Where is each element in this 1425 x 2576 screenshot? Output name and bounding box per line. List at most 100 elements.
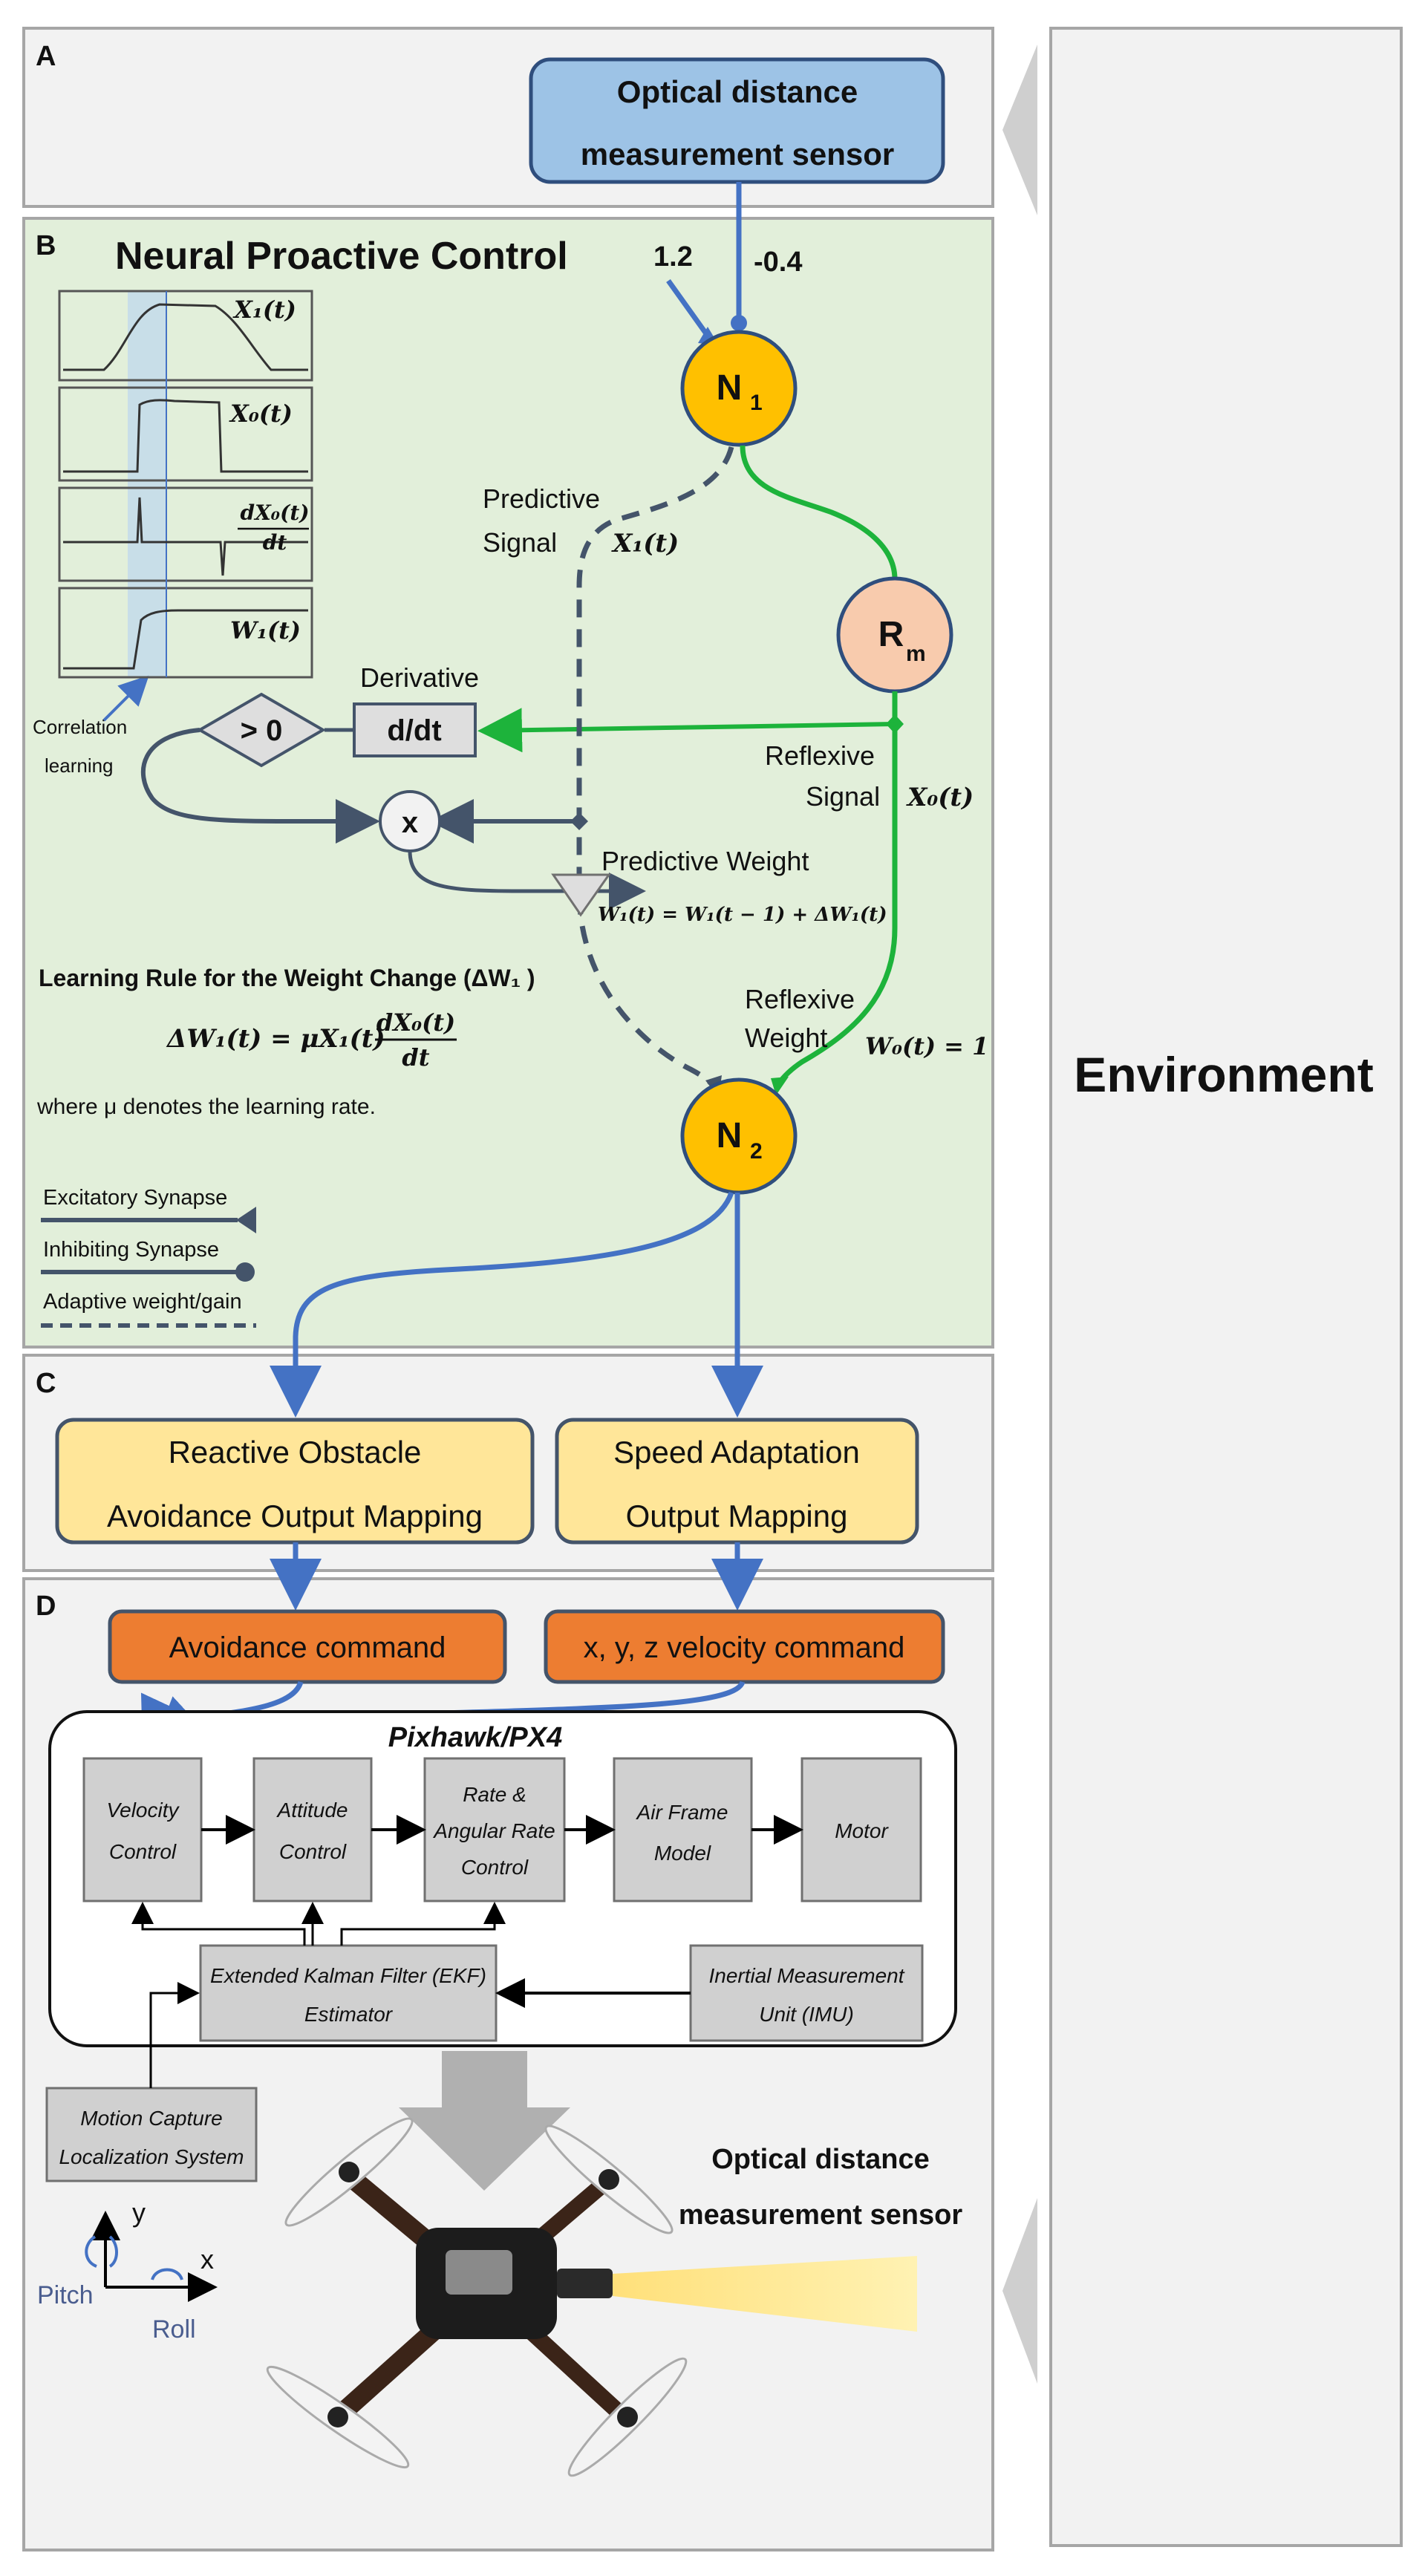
reflexive-weight-label-1: Reflexive (745, 984, 855, 1014)
correlation-label-2: learning (45, 754, 114, 777)
panel-d-label: D (36, 1591, 56, 1622)
multiply-to-weight-line (408, 850, 646, 910)
node-rm-label: R (878, 615, 904, 654)
imu-line2: Unit (IMU) (759, 2003, 854, 2026)
correlation-arrow (102, 675, 149, 722)
ekf-block (199, 1944, 498, 2042)
ekf-to-rate-arrow (340, 1902, 506, 1946)
threshold-label: > 0 (241, 714, 283, 747)
panel-a-label: A (36, 41, 56, 72)
plot-dx0-frame (58, 486, 313, 582)
legend-adaptive-label: Adaptive weight/gain (43, 1290, 242, 1314)
motor-hub-1 (339, 2162, 359, 2182)
predictive-weight-eq: W₁(t) = W₁(t − 1) + ΔW₁(t) (598, 904, 887, 926)
panel-c-label: C (36, 1368, 56, 1399)
avoidance-command-label: Avoidance command (169, 1631, 446, 1664)
sensor-top-line1: Optical distance (617, 74, 858, 109)
motor-label: Motor (835, 1819, 889, 1842)
plot-x1-label: X₁(t) (232, 296, 296, 324)
avoidance-command-box (108, 1609, 507, 1684)
plot-dx0-curve (63, 497, 308, 576)
reflexive-weight-label-2: Weight (745, 1023, 827, 1053)
weight-inhib-label: -0.4 (754, 247, 802, 278)
mocap-block (45, 2087, 258, 2182)
reflexive-signal-label-2: Signal (806, 781, 880, 812)
panel-b-label: B (36, 230, 56, 261)
imu-block (689, 1944, 924, 2042)
node-rm-sub: m (906, 642, 926, 666)
environment-label: Environment (1074, 1047, 1373, 1102)
motor-hub-4 (617, 2407, 638, 2427)
axes-indicator: y x Pitch Roll (37, 2197, 218, 2344)
ekf-line1: Extended Kalman Filter (EKF) (210, 1964, 486, 1987)
neuron-n1-sub: 1 (750, 391, 763, 415)
plot-x1-frame (58, 290, 313, 382)
weight-in-label: 1.2 (653, 241, 693, 273)
roll-label: Roll (152, 2315, 196, 2344)
sensor-top-line2: measurement sensor (581, 137, 895, 172)
plot-dx0-label-den: dt (263, 530, 287, 555)
sensor-beam (613, 2256, 917, 2332)
velocity-command-box (544, 1609, 945, 1684)
pitch-rotation-icon (85, 2235, 118, 2268)
reflexive-to-derivative-line (477, 708, 896, 753)
pitch-label: Pitch (37, 2281, 94, 2309)
plot-w1-frame (58, 587, 313, 679)
speed-mapping-line1: Speed Adaptation (613, 1435, 860, 1470)
plot-x0-frame (58, 386, 313, 482)
threshold-diamond (197, 692, 326, 768)
motor-block (800, 1757, 922, 1902)
mocap-to-ekf-arrow (149, 1982, 200, 2088)
derivative-box-label: d/dt (387, 714, 441, 747)
attitude-control-block (252, 1757, 373, 1902)
avoidance-mapping-line1: Reactive Obstacle (169, 1435, 422, 1470)
rule-title: Learning Rule for the Weight Change (ΔW₁… (39, 965, 535, 991)
reflexive-signal-label-1: Reflexive (765, 740, 875, 771)
n2-to-avoidance-mapping-line (270, 1191, 734, 1418)
motor-hub-3 (327, 2407, 348, 2427)
imu-line1: Inertial Measurement (708, 1964, 904, 1987)
multiply-label: x (402, 806, 418, 839)
sensor-bottom-line2: measurement sensor (679, 2200, 962, 2231)
reflexive-signal-line (776, 724, 898, 1086)
speed-mapping-line2: Output Mapping (626, 1499, 848, 1533)
predictive-weight-label: Predictive Weight (601, 846, 809, 876)
reflexive-weight-eq: W₀(t) = 1 (865, 1032, 988, 1060)
reflexive-signal-var: X₀(t) (906, 783, 974, 812)
signal-plots: X₁(t) X₀(t) dX₀(t) dt W₁(t) (58, 290, 313, 679)
legend-excitatory-label: Excitatory Synapse (43, 1186, 227, 1210)
rule-lhs: ΔW₁(t) = μX₁(t) (166, 1024, 385, 1054)
legend-inhibiting-symbol (235, 1262, 255, 1282)
correlation-highlight (128, 291, 166, 677)
drone-illustration (266, 2117, 688, 2477)
velocity-command-label: x, y, z velocity command (584, 1631, 905, 1664)
rate-control-line2: Angular Rate (432, 1819, 555, 1842)
rate-control-line3: Control (461, 1856, 529, 1879)
ekf-to-velocity-arrow (131, 1902, 306, 1946)
predictive-signal-line (576, 446, 734, 1088)
airframe-line2: Model (654, 1842, 711, 1865)
px4-title: Pixhawk/PX4 (388, 1722, 562, 1753)
velocity-control-block (82, 1757, 203, 1902)
environment-panel (1049, 27, 1403, 2547)
derivative-label: Derivative (360, 662, 479, 693)
axis-y-label: y (132, 2197, 146, 2228)
n1-to-rm-line (740, 445, 898, 580)
airframe-block (613, 1757, 753, 1902)
threshold-to-multiply-line (140, 728, 380, 844)
panel-b (22, 217, 994, 1349)
neuron-n2-label: N (717, 1116, 743, 1155)
neuron-n2-sub: 2 (750, 1139, 763, 1164)
inhibitory-synapse-n1 (731, 315, 747, 331)
plot-w1-curve (63, 609, 308, 670)
plot-w1-label: W₁(t) (230, 616, 301, 645)
velocity-control-line2: Control (109, 1840, 177, 1863)
neuron-n1-label: N (717, 368, 743, 408)
predictive-signal-label-2: Signal (483, 527, 557, 558)
axis-x-label: x (200, 2244, 214, 2275)
mocap-line2: Localization System (59, 2145, 244, 2168)
airframe-line1: Air Frame (636, 1801, 728, 1824)
environment-chevron-top (1002, 45, 1037, 215)
plot-dx0-label-num: dX₀(t) (241, 500, 310, 525)
